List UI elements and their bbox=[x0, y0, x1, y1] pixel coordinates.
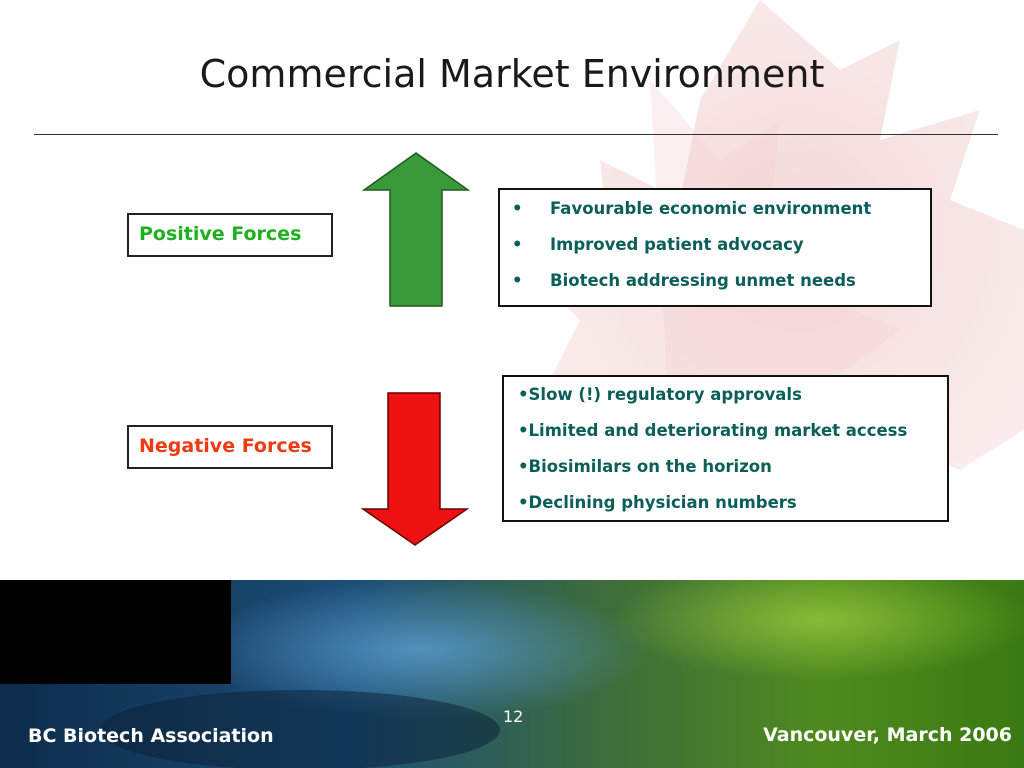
footer-organization: BC Biotech Association bbox=[28, 725, 274, 747]
negative-forces-label: Negative Forces bbox=[127, 425, 333, 469]
list-item: •Declining physician numbers bbox=[518, 493, 797, 512]
list-item: • Improved patient advocacy bbox=[512, 234, 930, 270]
red-down-arrow-icon bbox=[360, 392, 470, 546]
negative-forces-list: •Slow (!) regulatory approvals •Limited … bbox=[502, 375, 949, 522]
page-number: 12 bbox=[503, 707, 524, 726]
list-item: •Slow (!) regulatory approvals bbox=[518, 385, 802, 404]
title-divider bbox=[34, 134, 998, 135]
list-item-text: Biotech addressing unmet needs bbox=[550, 271, 856, 290]
list-item: •Limited and deteriorating market access bbox=[518, 421, 908, 440]
white-rectangle bbox=[60, 538, 248, 580]
black-rectangle bbox=[0, 580, 231, 684]
list-item-text: Favourable economic environment bbox=[550, 199, 872, 218]
list-item: • Biotech addressing unmet needs bbox=[512, 270, 930, 306]
list-item-text: Improved patient advocacy bbox=[550, 235, 804, 254]
page-title: Commercial Market Environment bbox=[199, 52, 825, 96]
green-up-arrow-icon bbox=[362, 152, 470, 307]
footer-location-date: Vancouver, March 2006 bbox=[763, 724, 1012, 746]
bullet: • bbox=[512, 235, 523, 254]
list-item: • Favourable economic environment bbox=[512, 198, 930, 234]
list-item: •Biosimilars on the horizon bbox=[518, 457, 772, 476]
positive-forces-label: Positive Forces bbox=[127, 213, 333, 257]
bullet: • bbox=[512, 199, 523, 218]
positive-forces-list: • Favourable economic environment • Impr… bbox=[498, 188, 932, 307]
bullet: • bbox=[512, 271, 523, 290]
